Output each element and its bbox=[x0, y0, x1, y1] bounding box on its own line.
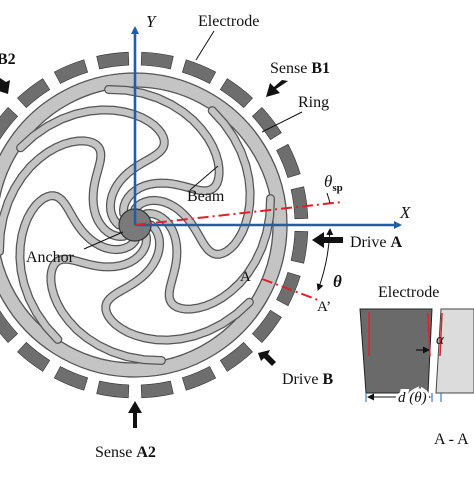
electrode-segment bbox=[219, 78, 253, 109]
electrode-segment bbox=[17, 78, 51, 109]
sense-a2-label: Sense A2 bbox=[95, 444, 156, 461]
theta-sp-label: θsp bbox=[324, 172, 343, 194]
electrode-segment bbox=[290, 186, 309, 220]
beam-label: Beam bbox=[187, 188, 225, 205]
section-label: A - A bbox=[434, 431, 469, 448]
electrode-ring bbox=[0, 51, 309, 399]
point-a-label: A bbox=[240, 269, 251, 285]
drive-a-label: Drive A bbox=[350, 234, 402, 251]
sense-b1-arrow bbox=[266, 80, 288, 97]
sense-b2-arrow bbox=[0, 78, 10, 94]
sense-b2-label: B2 bbox=[0, 51, 16, 68]
electrode-segment bbox=[251, 309, 282, 343]
spiral-beams bbox=[0, 85, 275, 365]
sense-b1-label: Sense B1 bbox=[270, 60, 330, 77]
beam bbox=[131, 107, 254, 258]
drive-b-arrow bbox=[258, 350, 276, 366]
theta-arc bbox=[316, 228, 334, 291]
electrode-segment bbox=[17, 341, 51, 372]
electrode-segment bbox=[140, 380, 174, 399]
electrode-segment bbox=[251, 107, 282, 141]
electrode-segment bbox=[140, 51, 174, 70]
x-axis-label: X bbox=[399, 203, 411, 222]
electrode-leader bbox=[195, 30, 215, 61]
beam bbox=[105, 86, 223, 217]
electrode-segment bbox=[181, 59, 217, 84]
section-inset bbox=[359, 308, 474, 402]
alpha-label: α bbox=[436, 332, 445, 348]
point-a-prime-label: A’ bbox=[317, 299, 331, 315]
beam bbox=[47, 233, 165, 364]
inset-electrode-label: Electrode bbox=[378, 284, 439, 301]
theta-sp-line bbox=[134, 201, 343, 226]
y-axis-label: Y bbox=[146, 12, 157, 31]
inset-ring-block bbox=[435, 308, 474, 394]
drive-a-arrow bbox=[312, 232, 343, 248]
drive-b-label: Drive B bbox=[282, 371, 333, 388]
electrode-segment bbox=[0, 310, 19, 343]
electrode-segment bbox=[53, 59, 89, 84]
electrode-segment bbox=[96, 380, 130, 399]
inset-red-line-3 bbox=[439, 312, 443, 357]
electrode-segment bbox=[53, 366, 89, 391]
inset-electrode-block bbox=[359, 308, 433, 394]
electrode-label: Electrode bbox=[198, 13, 259, 30]
gap-label: d (θ) bbox=[398, 390, 427, 406]
electrode-segment bbox=[219, 341, 253, 372]
electrode-segment bbox=[96, 51, 130, 70]
electrode-segment bbox=[0, 107, 19, 140]
anchor-leader bbox=[83, 231, 124, 250]
beam bbox=[16, 192, 139, 343]
beam bbox=[0, 137, 127, 255]
electrode-segment bbox=[290, 230, 309, 264]
electrode-segment bbox=[276, 143, 301, 179]
beam bbox=[102, 221, 253, 344]
beam bbox=[17, 106, 168, 229]
theta-label: θ bbox=[333, 272, 342, 291]
sense-a2-arrow bbox=[128, 401, 142, 428]
electrode-segment bbox=[181, 366, 217, 391]
beam-leader bbox=[189, 165, 219, 191]
section-line bbox=[261, 278, 319, 301]
ring-label: Ring bbox=[298, 94, 329, 111]
anchor-label: Anchor bbox=[26, 249, 75, 266]
ring-leader bbox=[261, 111, 303, 133]
beam bbox=[143, 195, 274, 313]
theta-sp-arc bbox=[326, 192, 331, 204]
